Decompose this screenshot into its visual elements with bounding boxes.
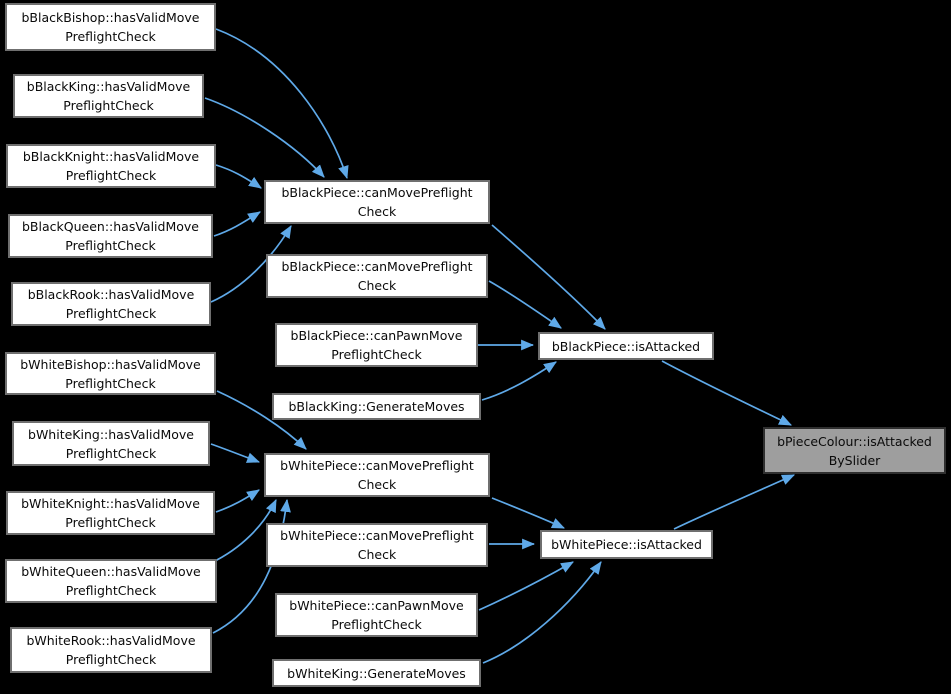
- edge-black-generatemoves-to-black-isattacked: [481, 361, 557, 401]
- node-label-line: bWhiteKing::GenerateMoves: [287, 665, 466, 681]
- edge-white-queen-hasvalidmove-to-white-canmove-1: [210, 499, 277, 564]
- edge-white-isattacked-to-isattackedbyslider: [673, 474, 795, 530]
- node-label-line: bBlackKing::GenerateMoves: [288, 399, 465, 414]
- edge-black-queen-hasvalidmove-to-black-canmove-1: [213, 211, 261, 237]
- node-label-line: bWhiteBishop::hasValidMove: [20, 356, 201, 372]
- node-black-isattacked[interactable]: bBlackPiece::isAttacked: [538, 332, 714, 360]
- node-label-line: bBlackRook::hasValidMove: [27, 287, 195, 302]
- node-label-line: bPieceColour::isAttacked: [777, 433, 932, 449]
- node-label-line: bWhiteKing::hasValidMove: [28, 426, 194, 442]
- node-label-line: bBlackBishop::hasValidMove: [21, 10, 200, 25]
- node-label-line: bBlackPiece::canMovePreflight: [281, 185, 473, 200]
- node-label-line: bBlackPiece::isAttacked: [551, 338, 701, 354]
- node-label-line: Check: [357, 547, 397, 562]
- node-label-line: PreflightCheck: [331, 347, 422, 362]
- node-label-line: bBlackKnight::hasValidMove: [22, 149, 200, 164]
- node-label-line: BySlider: [828, 452, 881, 468]
- node-label-line: bWhitePiece::isAttacked: [551, 537, 702, 552]
- node-label-line: Check: [357, 204, 397, 219]
- edge-white-rook-hasvalidmove-to-white-canmove-1: [212, 498, 291, 634]
- node-label-line: PreflightCheck: [331, 617, 422, 632]
- edge-black-isattacked-to-isattackedbyslider: [661, 360, 792, 426]
- node-label-line: bBlackQueen::hasValidMove: [22, 219, 199, 234]
- node-label-line: Check: [357, 278, 397, 293]
- edge-white-generatemoves-to-white-isattacked: [482, 561, 602, 664]
- node-label-line: bWhiteQueen::hasValidMove: [21, 564, 201, 579]
- node-white-isattacked[interactable]: bWhitePiece::isAttacked: [540, 530, 713, 559]
- node-label-line: PreflightCheck: [65, 652, 157, 667]
- node-label-line: PreflightCheck: [65, 515, 156, 530]
- edge-black-canmove-1-to-black-isattacked: [491, 224, 606, 330]
- edge-black-king-hasvalidmove-to-black-canmove-1: [204, 97, 325, 178]
- node-label-line: bWhitePiece::canMovePreflight: [280, 458, 474, 473]
- node-label-line: Check: [357, 477, 397, 492]
- edge-white-king-hasvalidmove-to-white-canmove-1: [210, 443, 261, 463]
- node-label-line: PreflightCheck: [65, 238, 156, 253]
- edge-white-bishop-hasvalidmove-to-white-canmove-1: [216, 390, 307, 450]
- node-label-line: PreflightCheck: [65, 445, 157, 461]
- node-label-line: PreflightCheck: [63, 98, 154, 113]
- edge-white-canmove-1-to-white-isattacked: [491, 497, 565, 529]
- node-label-line: bBlackPiece::canPawnMove: [290, 328, 463, 343]
- node-label-line: bWhitePiece::canPawnMove: [289, 598, 464, 613]
- edge-white-knight-hasvalidmove-to-white-canmove-1: [215, 489, 260, 513]
- node-label-line: PreflightCheck: [65, 375, 156, 391]
- node-label-line: bWhiteKnight::hasValidMove: [21, 496, 200, 511]
- node-label-line: bBlackKing::hasValidMove: [26, 79, 191, 94]
- node-label-line: PreflightCheck: [65, 306, 157, 321]
- node-label-line: bWhiteRook::hasValidMove: [26, 633, 196, 648]
- edge-black-canmove-2-to-black-isattacked: [488, 280, 562, 329]
- node-white-generatemoves[interactable]: bWhiteKing::GenerateMoves: [272, 659, 481, 687]
- node-label-line: PreflightCheck: [65, 583, 157, 598]
- edge-white-canpawnmove-to-white-isattacked: [478, 561, 574, 611]
- node-label-line: PreflightCheck: [65, 29, 156, 44]
- node-label-line: bWhitePiece::canMovePreflight: [280, 528, 474, 543]
- edge-black-knight-hasvalidmove-to-black-canmove-1: [215, 164, 262, 189]
- edge-black-rook-hasvalidmove-to-black-canmove-1: [210, 225, 292, 303]
- node-label-line: bBlackPiece::canMovePreflight: [281, 259, 473, 274]
- node-label-line: PreflightCheck: [65, 168, 157, 183]
- node-black-generatemoves[interactable]: bBlackKing::GenerateMoves: [272, 393, 481, 420]
- edge-black-bishop-hasvalidmove-to-black-canmove-1: [215, 28, 349, 180]
